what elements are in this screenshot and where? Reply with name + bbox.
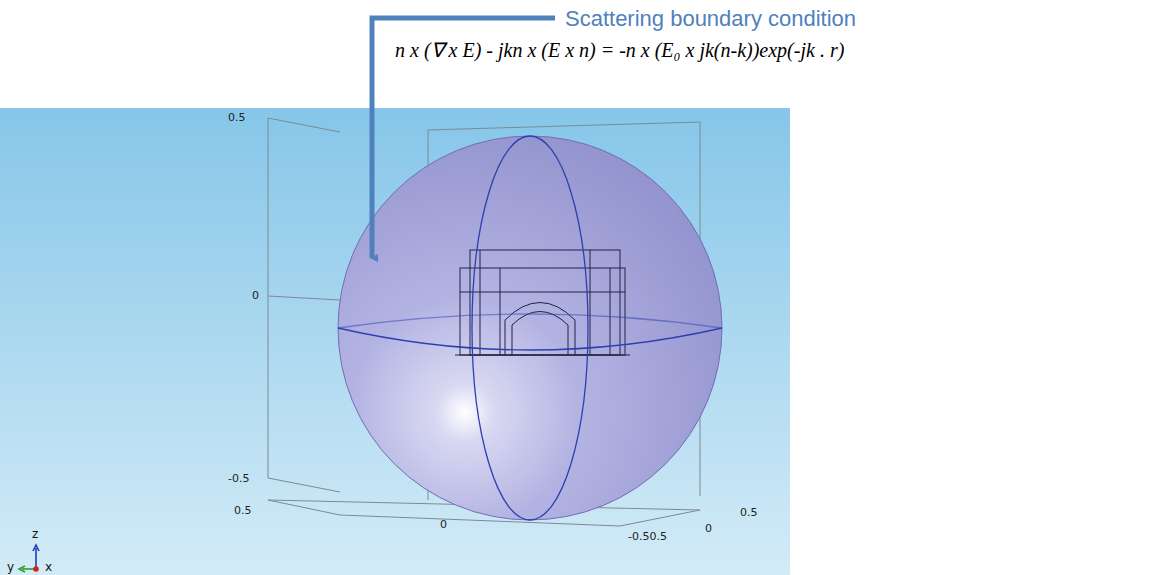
axis-letter: x — [45, 560, 52, 574]
axis-tick: 0.5 — [740, 506, 758, 519]
boundary-formula: n x (∇ x E) - jkn x (E x n) = -n x (E₀ x… — [395, 38, 844, 62]
axis-tick: -0.50.5 — [628, 530, 667, 543]
axis-tick: 0.5 — [228, 111, 246, 124]
axis-tick: -0.5 — [228, 472, 249, 485]
axis-tick: 0 — [440, 518, 447, 531]
axis-letter: y — [7, 560, 14, 574]
axis-letter: z — [32, 527, 38, 541]
axis-tick: 0.5 — [234, 504, 252, 517]
axis-tick: 0 — [705, 522, 712, 535]
callout-title: Scattering boundary condition — [565, 6, 856, 32]
axis-tick: 0 — [252, 289, 259, 302]
